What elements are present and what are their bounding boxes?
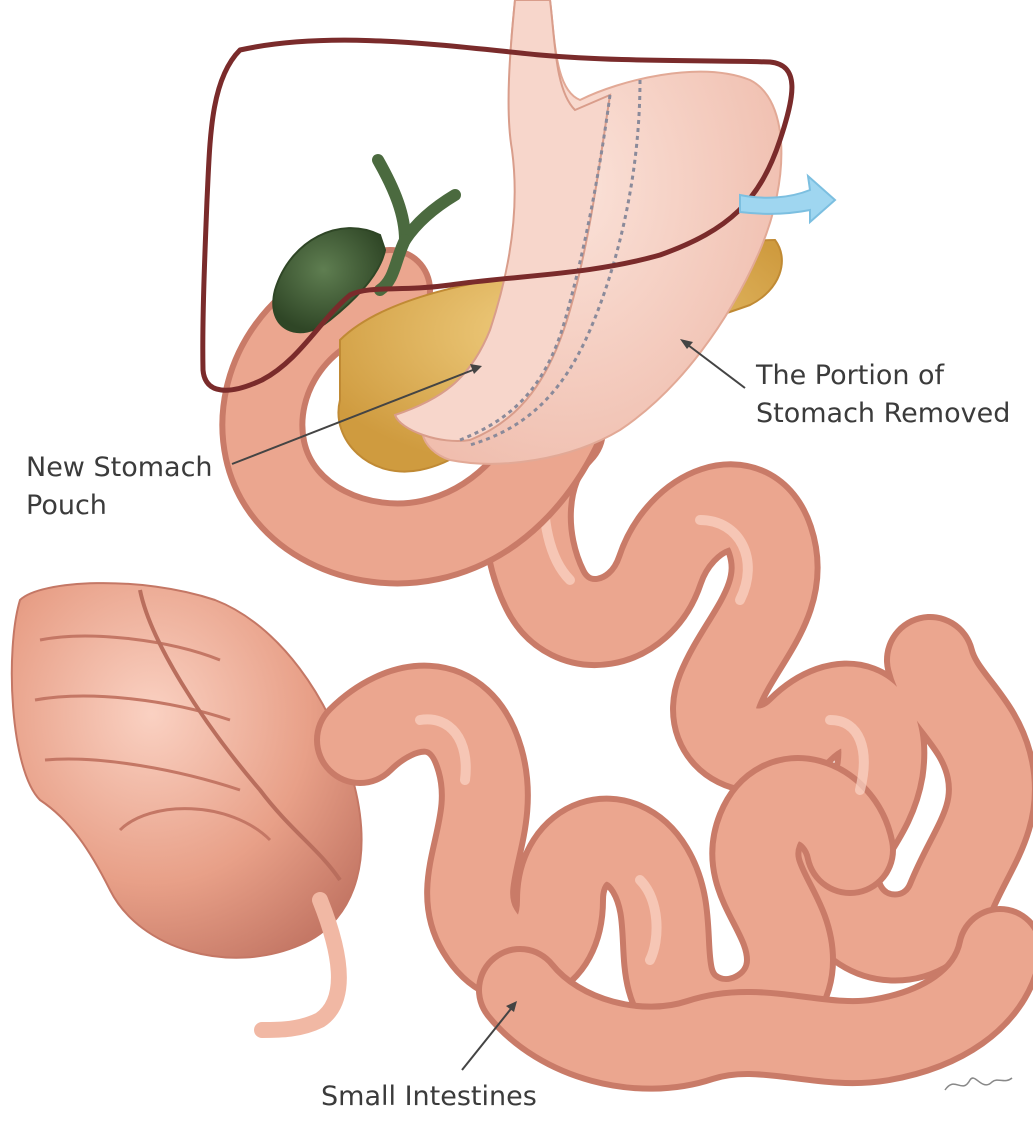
portion-removed-line2: Stomach Removed — [756, 395, 1010, 433]
new-pouch-line1: New Stomach — [26, 449, 213, 487]
portion-removed-line1: The Portion of — [756, 357, 1010, 395]
small-intestines-label: Small Intestines — [321, 1078, 537, 1116]
colon — [12, 583, 362, 1030]
new-pouch-line2: Pouch — [26, 487, 213, 525]
removed-portion-leader — [684, 342, 745, 388]
portion-removed-label: The Portion of Stomach Removed — [756, 357, 1010, 433]
small-intestines-text: Small Intestines — [321, 1081, 537, 1112]
artist-signature-icon — [945, 1078, 1012, 1090]
new-stomach-pouch-label: New Stomach Pouch — [26, 449, 213, 525]
